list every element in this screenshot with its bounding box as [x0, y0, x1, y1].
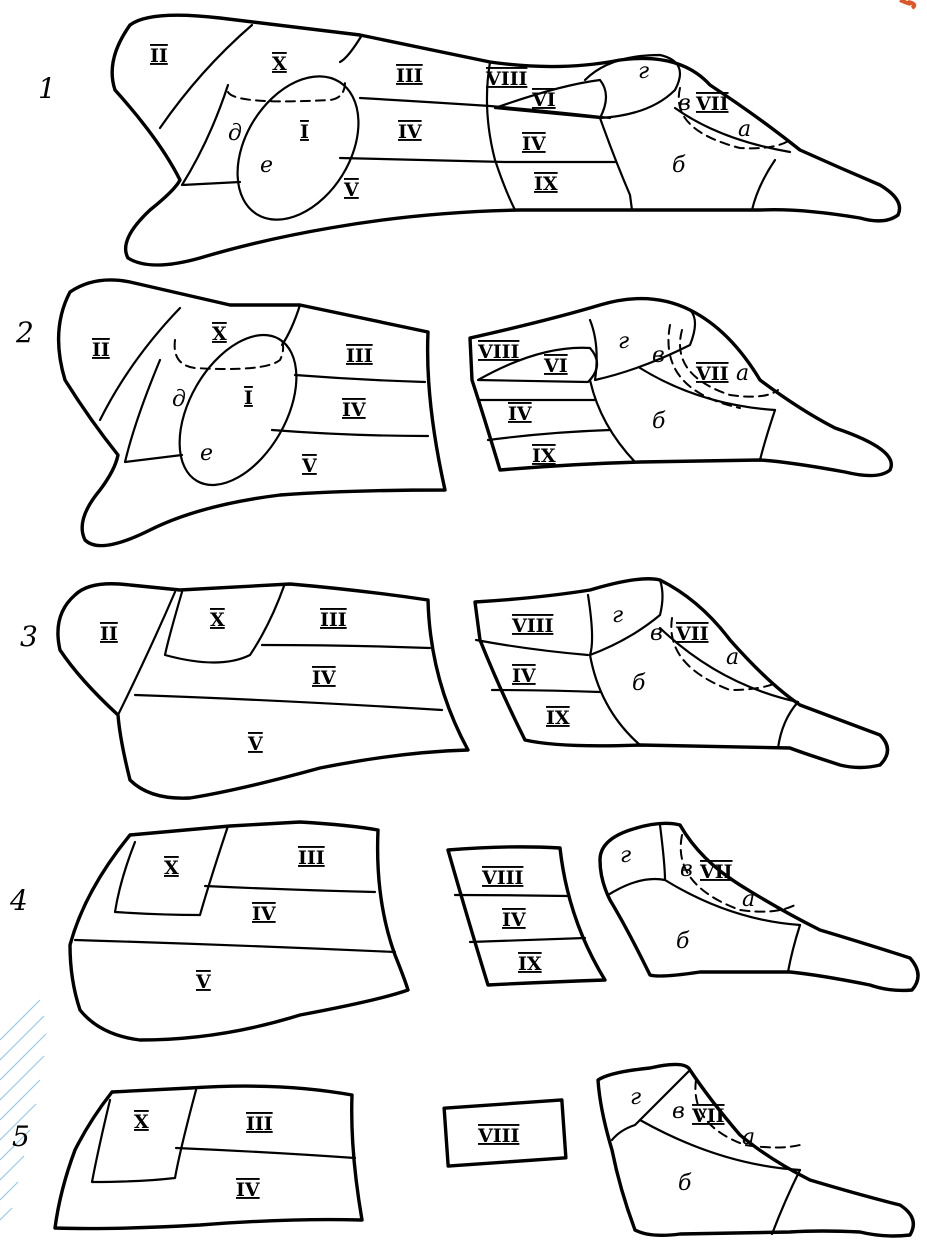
row5-label-VII: VII: [691, 1105, 725, 1127]
row2-label-IX: IX: [532, 445, 556, 467]
row3-label-g: г: [612, 603, 623, 628]
row2-label-d: д: [172, 387, 186, 412]
row4-fore-outline: [70, 822, 408, 1040]
row5-label-IV: IV: [236, 1179, 261, 1201]
row5-label-a: a: [742, 1125, 755, 1150]
row4-label-b: б: [676, 929, 690, 954]
row1-label-II: II: [150, 45, 168, 67]
row3-label-IX: IX: [546, 707, 570, 729]
row2-label-IV-hind: IV: [508, 403, 533, 425]
row2-label-VII: VII: [695, 363, 729, 385]
row1-label-I: I: [300, 121, 309, 143]
row3-label-X: X: [210, 609, 225, 631]
row3-label-VIII: VIII: [511, 615, 554, 637]
row4-label-IV-loin: IV: [502, 909, 527, 931]
row3-label-VII: VII: [675, 623, 709, 645]
row1-label-IV-front: IV: [398, 121, 423, 143]
row5-fore-outline: [55, 1086, 362, 1228]
row5-label-X: X: [134, 1111, 149, 1133]
row2-label-v: в: [652, 343, 665, 368]
row4-label-VIII: VIII: [481, 867, 524, 889]
row2-label-IV-fore: IV: [342, 399, 367, 421]
row1-label-e: е: [260, 153, 273, 178]
row5-label-b: б: [678, 1171, 692, 1196]
row3-label-a: a: [726, 645, 739, 670]
row1-label-g: г: [638, 59, 649, 84]
row1-label-b: б: [672, 153, 686, 178]
row2-label-g: г: [618, 329, 629, 354]
row1-label-a: a: [738, 117, 751, 142]
row5-hind-outline: [598, 1064, 913, 1236]
row3-label-b: б: [632, 671, 646, 696]
row2-label-III: III: [346, 345, 373, 367]
row2-label-X: X: [212, 323, 227, 345]
row1-label-X: X: [272, 53, 287, 75]
row4-label-a: a: [742, 887, 755, 912]
row4-label-g: г: [620, 843, 631, 868]
row5-label-VIII: VIII: [477, 1125, 520, 1147]
row1-label-V: V: [343, 179, 360, 201]
row3-label-II: II: [100, 623, 118, 645]
row-2-fore-and-hind-quarters: 2 II X III д I IV е V VIII VI г в VII a …: [15, 280, 891, 546]
row5-label-g: г: [630, 1085, 641, 1110]
row2-fore-outline: [59, 280, 445, 546]
row-1-whole-half-carcass: 1 II X III VIII VI г в VII a д I IV IV е…: [38, 15, 900, 265]
row3-label-III: III: [320, 609, 347, 631]
row2-label-I: I: [244, 387, 253, 409]
row1-label-IX: IX: [534, 173, 558, 195]
row2-label-b: б: [652, 409, 666, 434]
row1-label-VIII: VIII: [485, 68, 528, 90]
row4-label-IV-fore: IV: [252, 903, 277, 925]
row1-label-III: III: [396, 65, 423, 87]
row1-label-IV-mid: IV: [522, 133, 547, 155]
row3-fore-outline: [58, 584, 468, 798]
row2-label-a: a: [736, 361, 749, 386]
row3-label-V: V: [247, 733, 264, 755]
row3-hind-outline: [475, 579, 888, 768]
row1-label-VI: VI: [531, 89, 556, 111]
row5-label-III: III: [246, 1113, 273, 1135]
row4-label-VII: VII: [699, 861, 733, 883]
left-edge-decoration: [0, 1000, 46, 1220]
row2-label-VI: VI: [543, 355, 568, 377]
row-4-separate-cuts: 4 X III IV V VIII IV IX г в VII a б: [9, 822, 918, 1040]
row3-label-IV-fore: IV: [312, 667, 337, 689]
row-5-final-cuts: 5 X III IV VIII г в VII a б: [12, 1064, 913, 1236]
row1-number: 1: [38, 72, 56, 105]
row3-label-IV-hind: IV: [512, 665, 537, 687]
row2-number: 2: [15, 316, 34, 349]
row3-number: 3: [20, 620, 38, 653]
row5-number: 5: [12, 1120, 30, 1153]
row4-label-V: V: [195, 971, 212, 993]
row2-label-II: II: [92, 339, 110, 361]
row5-label-v: в: [672, 1099, 685, 1124]
row4-hind-outline: [600, 823, 918, 990]
row1-label-v: в: [678, 91, 691, 116]
row1-label-VII: VII: [695, 93, 729, 115]
row4-label-X: X: [164, 857, 179, 879]
row2-label-V: V: [301, 455, 318, 477]
row4-label-v: в: [680, 857, 693, 882]
row3-label-v: в: [650, 621, 663, 646]
row2-label-VIII: VIII: [477, 341, 520, 363]
corner-mark: [900, 0, 914, 8]
row-3-fore-and-hind-boneless: 3 II X III IV V VIII г в VII a IV б IX: [20, 579, 888, 798]
row2-label-e: е: [200, 441, 213, 466]
row1-label-d: д: [228, 121, 242, 146]
row4-number: 4: [9, 884, 28, 917]
row4-label-III: III: [298, 847, 325, 869]
row4-cut-loin-1: [455, 895, 568, 896]
row4-label-IX: IX: [518, 953, 542, 975]
